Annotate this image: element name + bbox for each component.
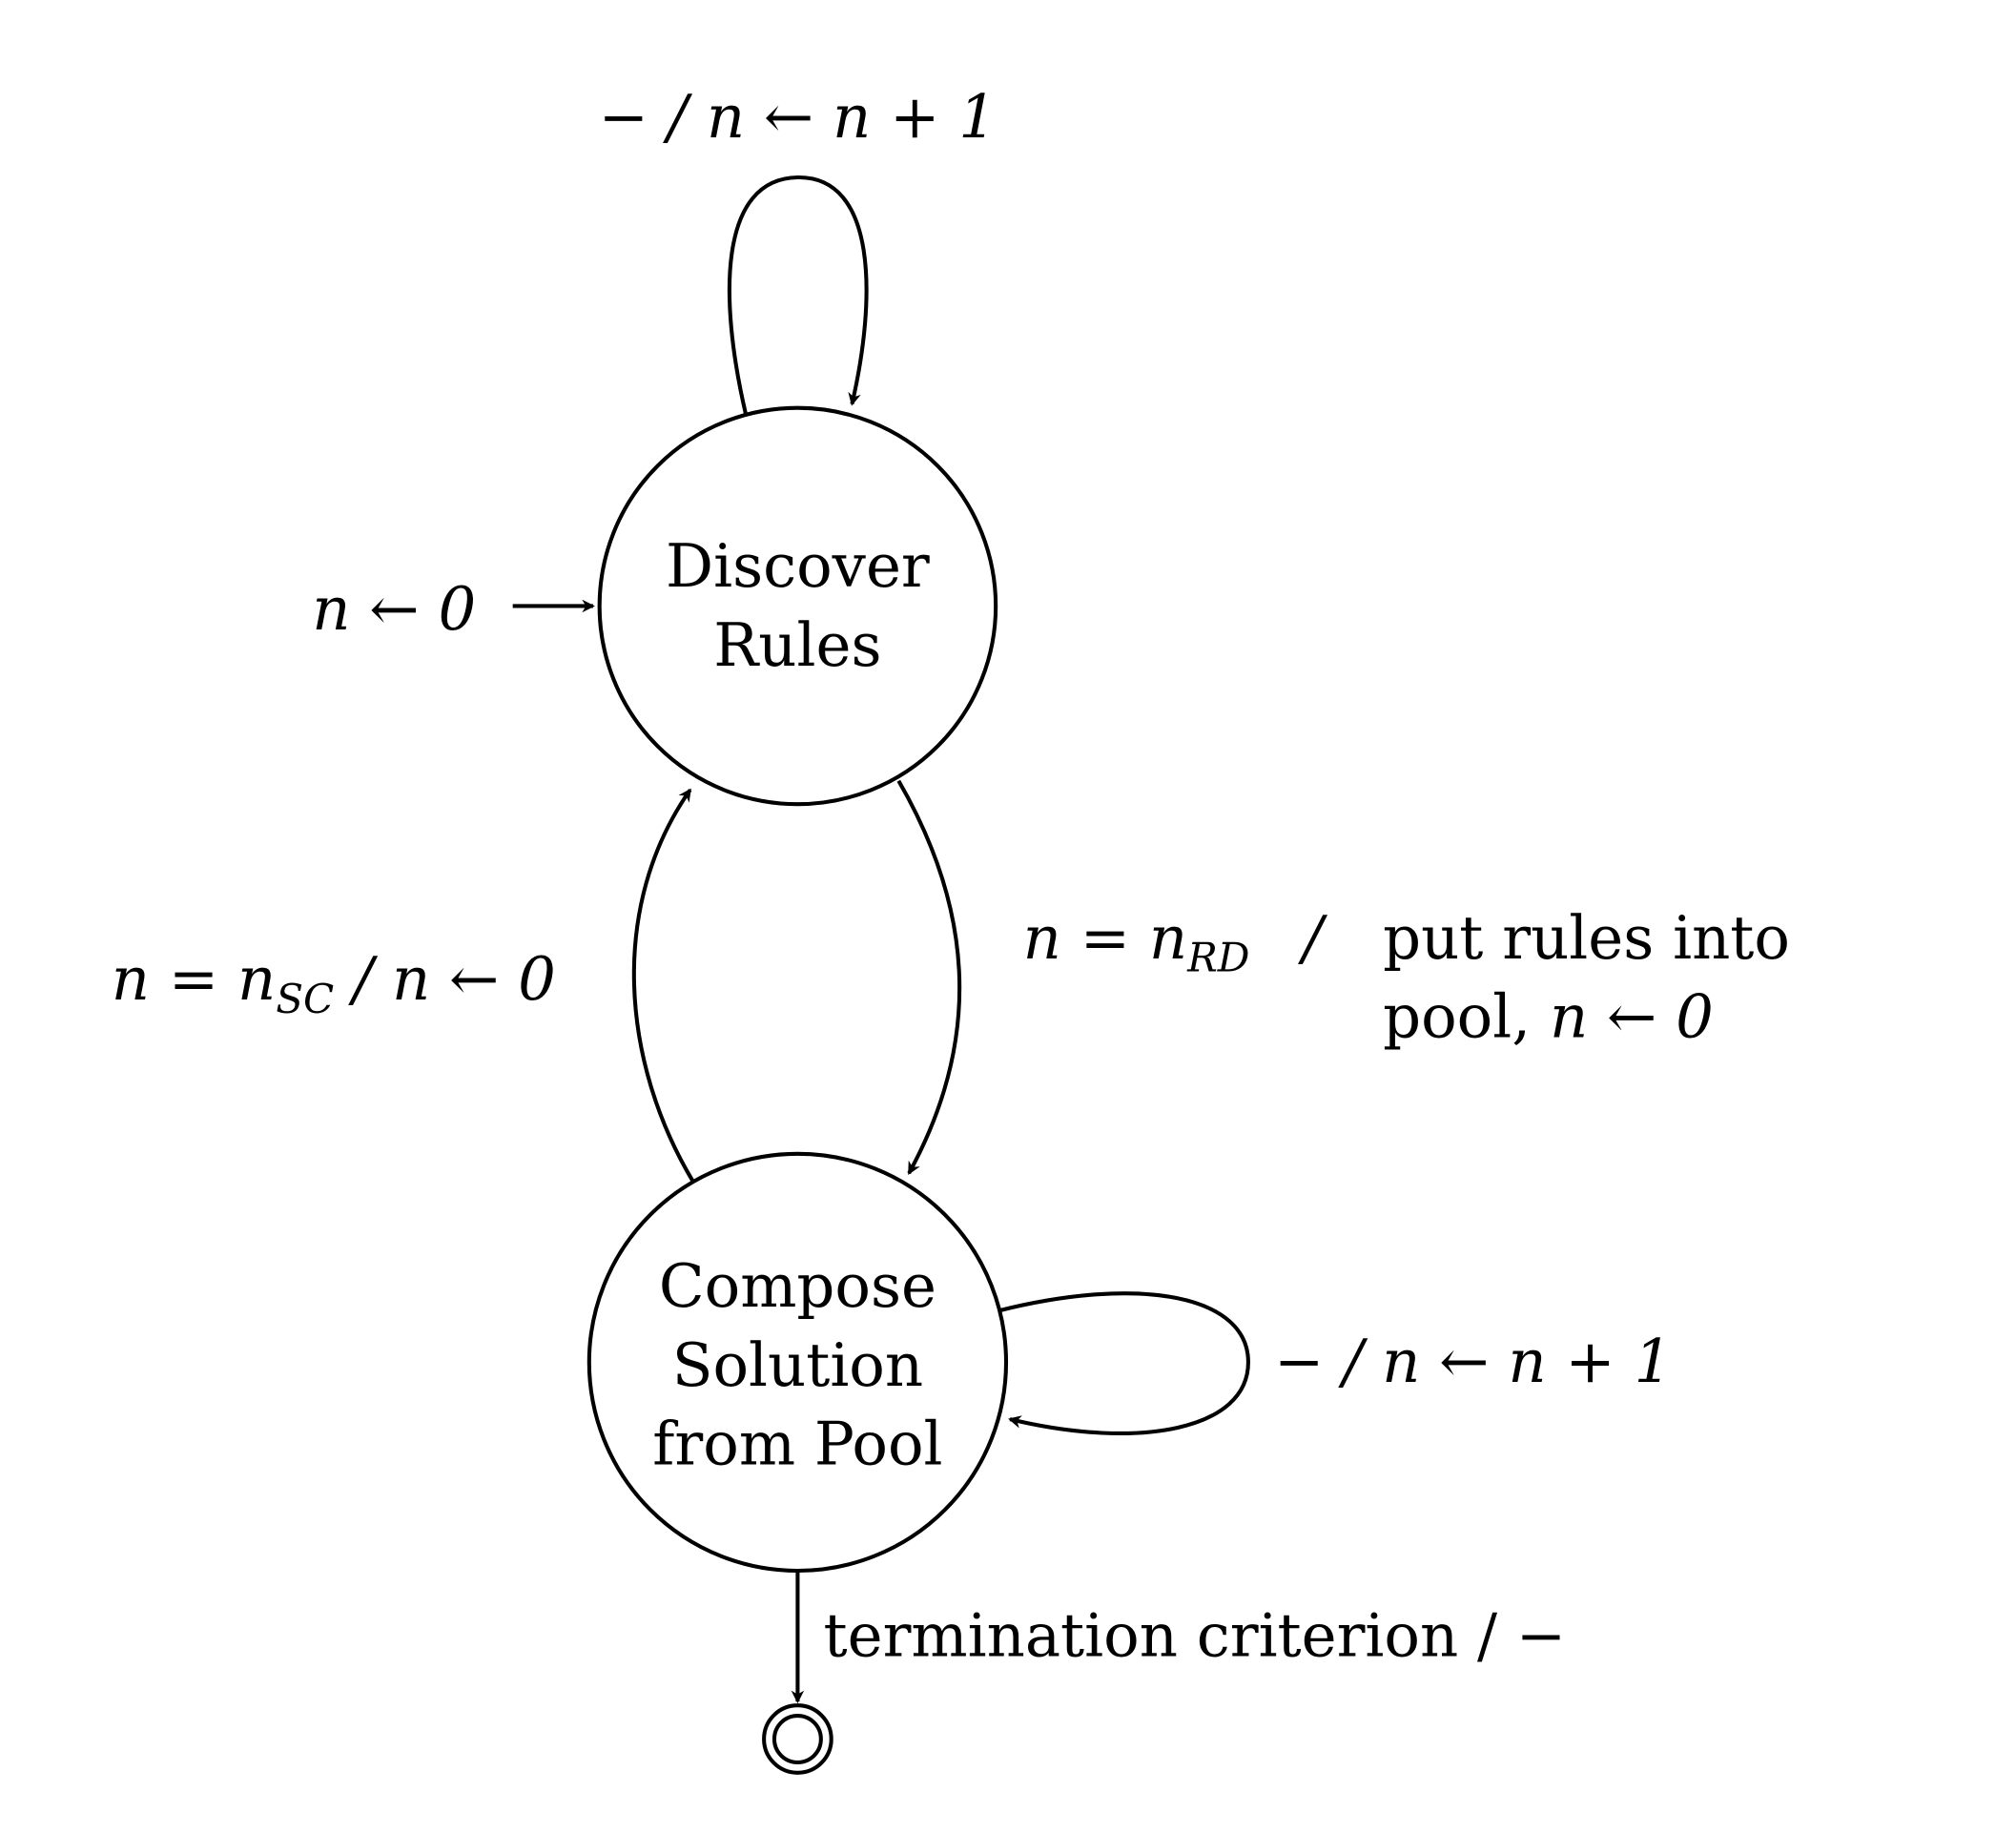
state-discover-label-line1: Discover	[666, 531, 930, 601]
discover-to-compose-slash: /	[1298, 903, 1328, 973]
state-discover-circle	[597, 405, 998, 807]
discover-to-compose-action-line2: pool, n ← 0	[1383, 982, 1714, 1052]
initial-transition-label: n ← 0	[312, 574, 476, 644]
discover-self-loop-arrow	[727, 175, 869, 415]
compose-to-discover-arrow	[631, 788, 695, 1183]
state-compose-label-line1: Compose	[659, 1251, 936, 1321]
discover-to-compose-arrow	[896, 779, 962, 1175]
state-compose-solution: Compose Solution from Pool	[586, 1151, 1009, 1574]
compose-self-loop-label: − / n ← n + 1	[1274, 1327, 1672, 1396]
termination-label: termination criterion / −	[824, 1601, 1567, 1671]
final-state	[762, 1703, 833, 1775]
discover-to-compose-action-line1: put rules into	[1383, 903, 1790, 973]
compose-to-discover-label: n = nSC / n ← 0	[112, 944, 556, 1022]
state-compose-label-line2: Solution	[672, 1330, 923, 1400]
final-state-outer-ring	[762, 1703, 833, 1775]
discover-to-compose-condition: n = nRD	[1023, 903, 1250, 981]
discover-self-loop-label: − / n ← n + 1	[599, 82, 997, 152]
state-discover-label-line2: Rules	[713, 610, 881, 680]
state-discover-rules: Discover Rules	[597, 405, 998, 807]
compose-self-loop-arrow	[998, 1291, 1250, 1435]
final-state-inner-ring	[771, 1714, 823, 1765]
state-compose-label-line3: from Pool	[652, 1410, 942, 1479]
